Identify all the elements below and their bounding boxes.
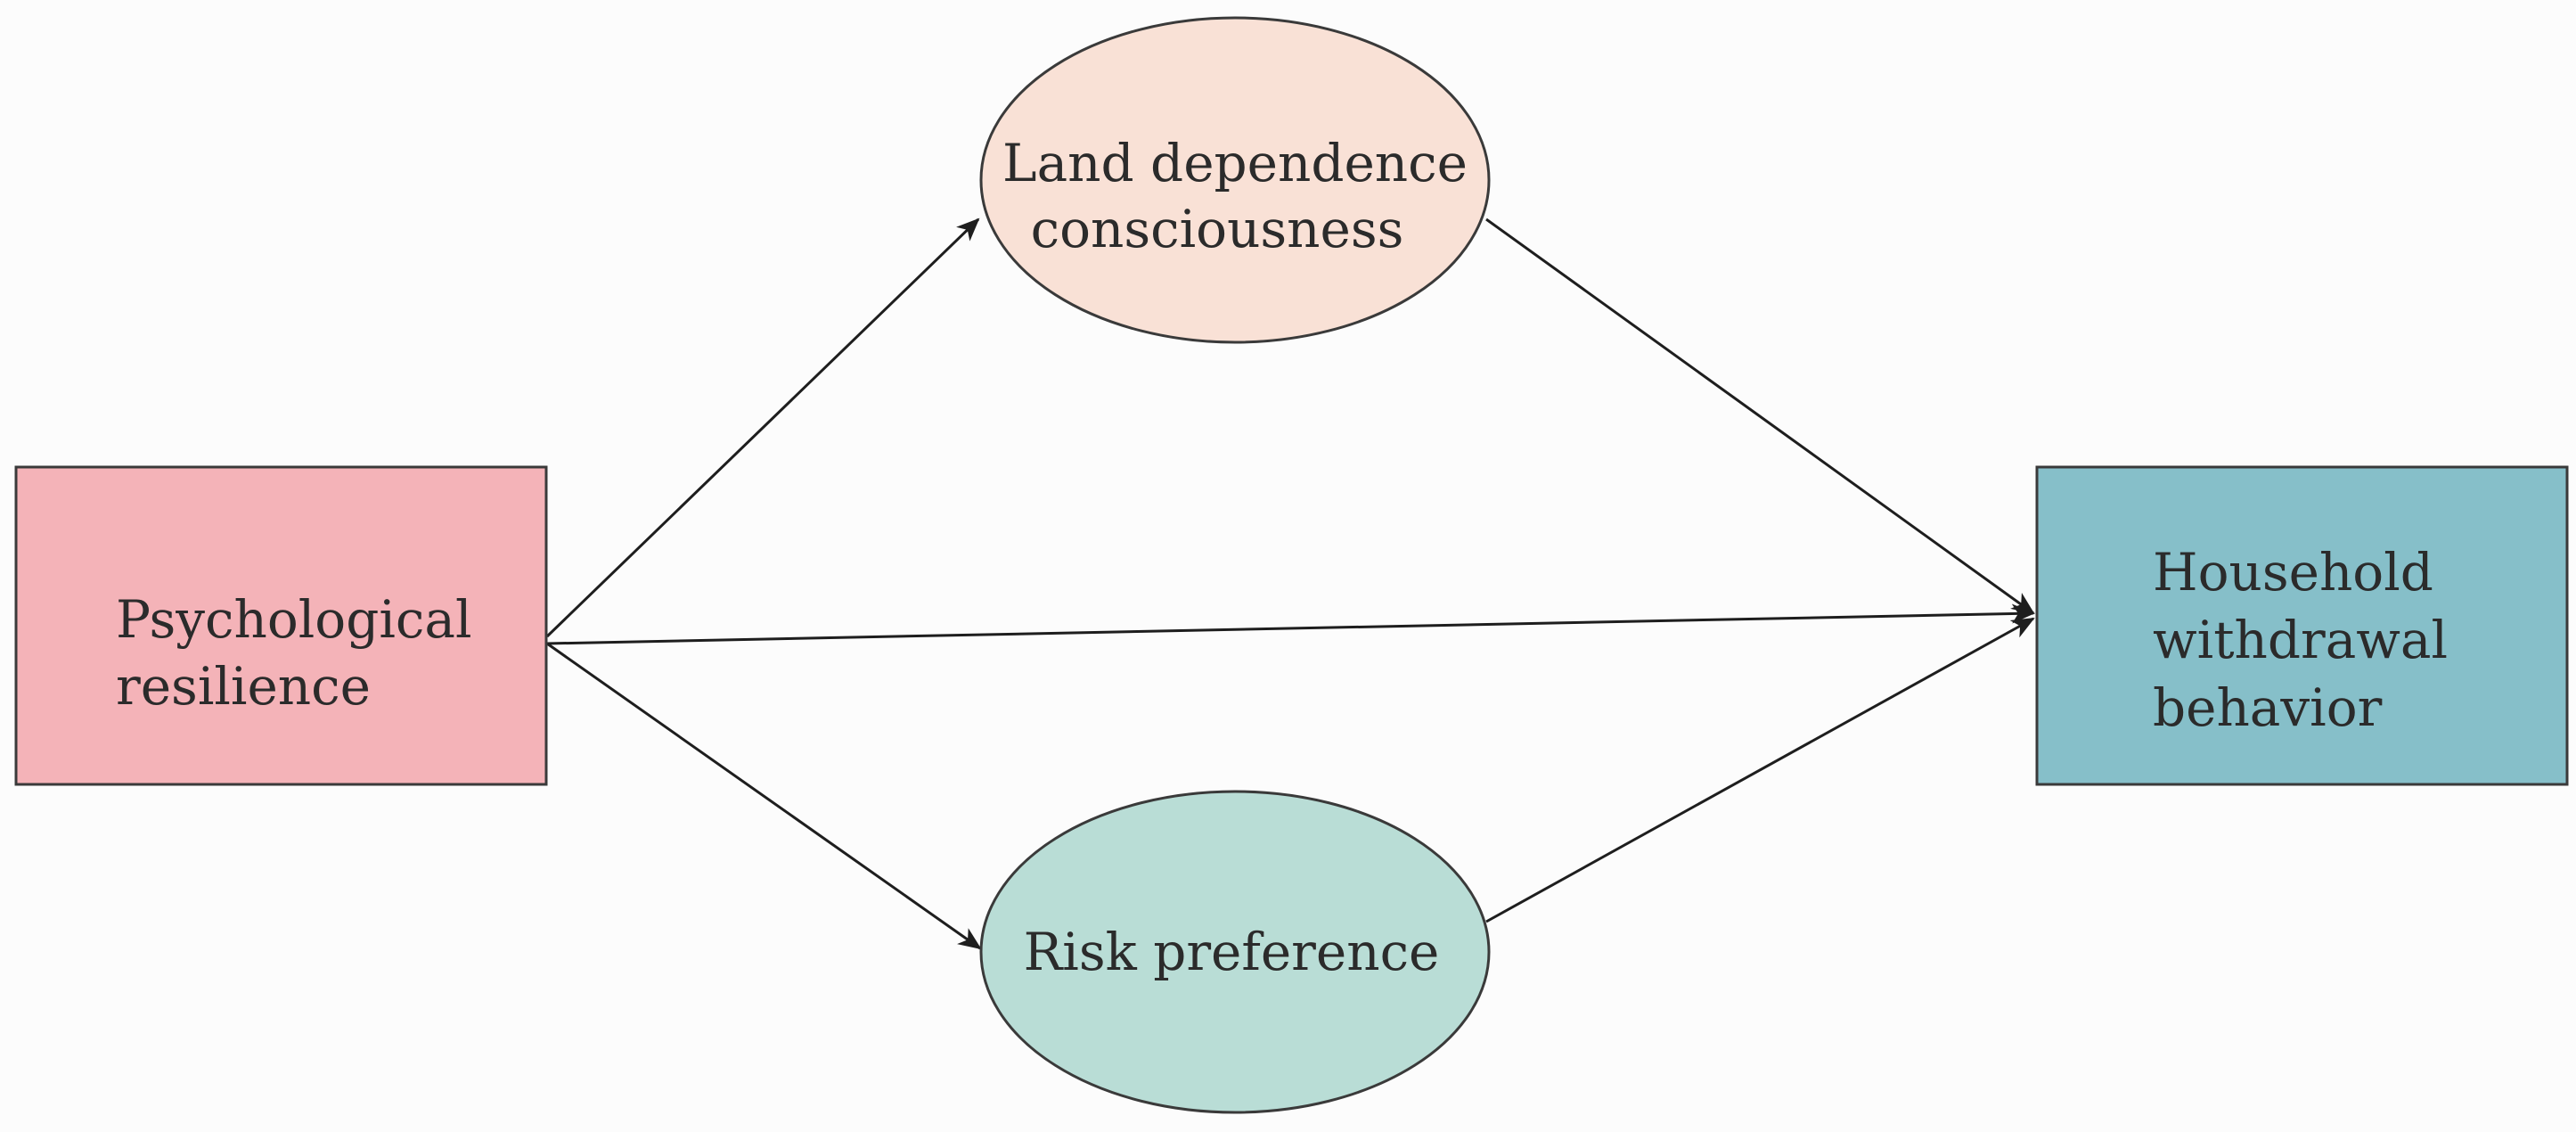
psychological-resilience-label-line1: Psychological	[116, 589, 472, 650]
household-withdrawal-label-line3: behavior	[2153, 677, 2383, 738]
household-withdrawal-label-line2: withdrawal	[2153, 610, 2448, 670]
node-land-dependence-consciousness: Land dependence consciousness	[979, 16, 1491, 344]
household-withdrawal-box	[2035, 465, 2569, 786]
household-withdrawal-label-line1: Household	[2153, 542, 2433, 603]
risk-preference-label: Risk preference	[1024, 922, 1440, 982]
edge-resilience-to-household-withdrawal	[546, 603, 2035, 645]
psychological-resilience-box	[14, 465, 548, 786]
edge-resilience-to-risk-preference	[546, 642, 982, 950]
edge-land-dependence-to-household-withdrawal	[1485, 217, 2035, 615]
edge-resilience-to-land-dependence	[545, 217, 980, 638]
land-dependence-label-line1: Land dependence	[1002, 133, 1468, 193]
land-dependence-ellipse	[979, 16, 1491, 344]
edge-risk-preference-to-household-withdrawal	[1485, 617, 2035, 923]
node-psychological-resilience: Psychological resilience	[14, 465, 548, 786]
risk-preference-ellipse	[979, 790, 1491, 1114]
node-household-withdrawal-behavior: Household withdrawal behavior	[2035, 465, 2569, 786]
land-dependence-label-line2: consciousness	[1031, 199, 1404, 259]
node-risk-preference: Risk preference	[979, 790, 1491, 1114]
psychological-resilience-label-line2: resilience	[116, 656, 371, 717]
